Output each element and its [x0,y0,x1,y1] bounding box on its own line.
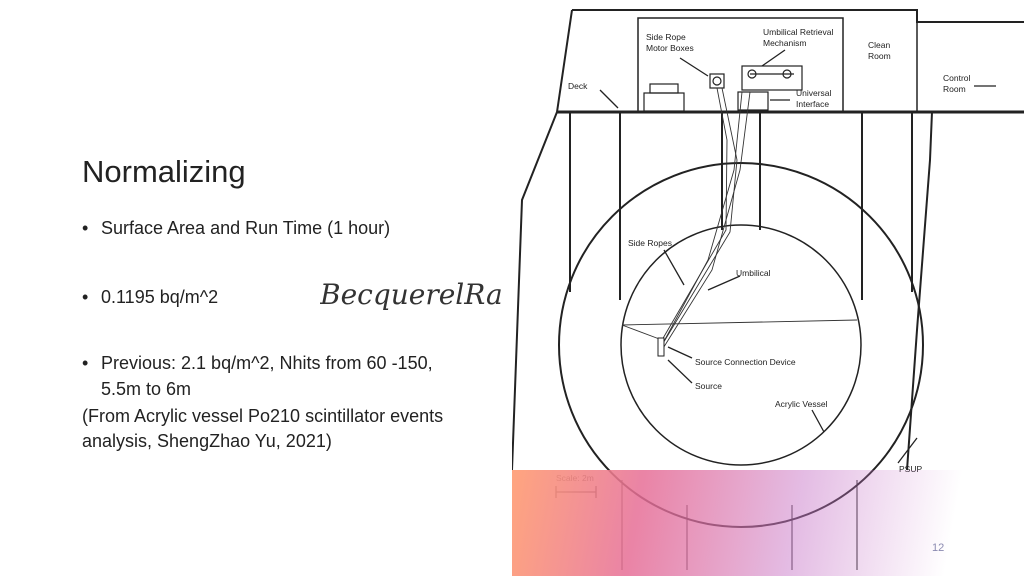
equation-image: BecquerelRa [320,278,503,311]
bullet-item: • 0.1195 bq/m^2 [82,284,441,310]
bullet-icon: • [82,218,89,238]
bullet-icon: • [82,287,89,307]
bullet-text: 0.1195 bq/m^2 [101,287,219,307]
page-number: 12 [932,542,945,554]
bullet-icon: • [82,353,89,373]
label-source-connection-device: Source Connection Device [695,357,796,367]
slide-title: Normalizing [82,154,246,189]
label-psup: PSUP [899,464,922,474]
bullet-item: • Surface Area and Run Time (1 hour) [82,215,441,241]
label-side-ropes: Side Ropes [628,238,672,248]
label-scale: Scale: 2m [556,473,594,483]
bullet-text: Surface Area and Run Time (1 hour) [101,218,391,238]
citation-note: (From Acrylic vessel Po210 scintillator … [82,406,444,451]
label-source: Source [695,381,722,391]
bullet-item: • Previous: 2.1 bq/m^2, Nhits from 60 -1… [82,350,441,402]
bullet-text: Previous: 2.1 bq/m^2, Nhits from 60 -150… [101,353,433,399]
label-deck: Deck [568,81,588,91]
label-umbilical: Umbilical [736,268,771,278]
label-acrylic-vessel: Acrylic Vessel [775,399,828,409]
